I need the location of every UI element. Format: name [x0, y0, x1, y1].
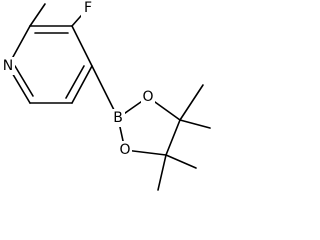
bond-me-1 — [179, 84, 204, 121]
atom-labels: N F B O O — [1, 0, 155, 159]
bond-lines — [7, 3, 211, 191]
bond-me-2 — [179, 119, 211, 129]
bond-c-c — [165, 119, 181, 156]
bond-c4-c5 — [71, 65, 93, 104]
atom-nitrogen: N — [3, 58, 13, 74]
atom-oxygen-bottom: O — [119, 142, 130, 158]
bond-me-4 — [157, 154, 167, 191]
atom-boron: B — [113, 110, 123, 126]
bond-c3-c4 — [71, 25, 93, 67]
bond-c4-c5-inner — [65, 65, 85, 99]
atom-fluorine: F — [84, 0, 92, 16]
bond-methyl — [29, 3, 46, 27]
bond-me-3 — [165, 154, 197, 169]
bond-c6-n-inner — [14, 65, 34, 97]
atom-oxygen-top: O — [142, 89, 153, 105]
chemical-structure: N F B O O — [1, 0, 211, 191]
